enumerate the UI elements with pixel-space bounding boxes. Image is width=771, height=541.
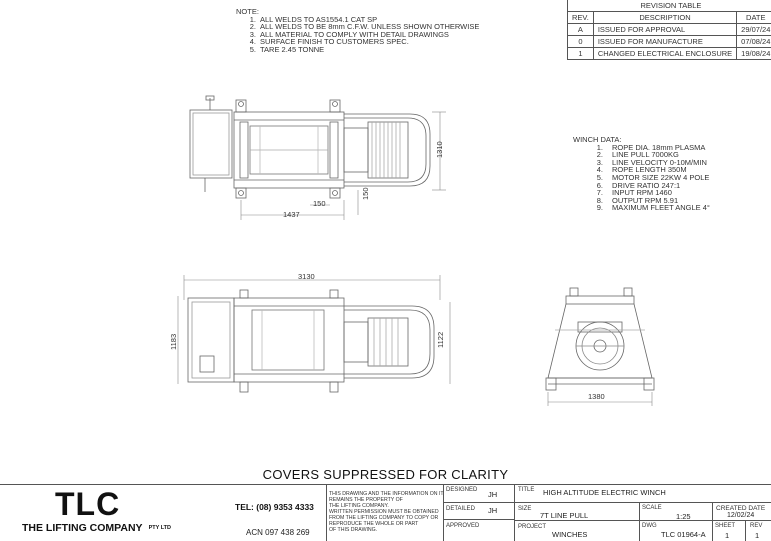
project-value: WINCHES [552,530,588,539]
project-label: PROJECT [518,524,547,530]
sheet-value: 1 [725,531,730,540]
size-label: SIZE [518,506,532,512]
dim-side-drum-height: 1122 [436,331,445,348]
rev-value: 1 [755,531,760,540]
dim-top-offset-b: 150 [361,187,370,200]
title-label: TITLE [518,487,535,493]
notes-heading: NOTE: [236,7,259,16]
winch-data-line: 9.MAXIMUM FLEET ANGLE 4° [596,203,710,213]
created-date-value: 12/02/24 [727,512,755,519]
winch-data-line: 2.LINE PULL 7000KG [596,150,679,160]
scale-value: 1:25 [676,512,691,521]
created-date-label: CREATED DATE [716,505,766,512]
top-view [189,95,446,220]
dim-top-height: 1310 [435,141,444,158]
side-view [177,275,451,393]
drawing-title: HIGH ALTITUDE ELECTRIC WINCH [543,488,666,497]
company-logo: TLC [55,486,121,522]
note-line: 5.TARE 2.45 TONNE [249,44,325,54]
approved-label: APPROVED [446,523,480,529]
dim-end-width: 1380 [588,392,605,401]
company-acn: ACN 097 438 269 [246,528,310,537]
drawing-number: TLC 01964-A [661,530,706,539]
winch-data-line: 8.OUTPUT RPM 5.91 [596,195,679,205]
designed-label: DESIGNED [446,487,478,493]
note-line: 2.ALL WELDS TO BE 8mm C.F.W. UNLESS SHOW… [249,22,480,32]
copyright-disclaimer: THIS DRAWING AND THE INFORMATION ON IT R… [329,491,444,533]
winch-data-heading: WINCH DATA: [573,135,622,144]
rev-label: REV [750,523,763,529]
title-block-border [0,484,771,485]
note-line: 3.ALL MATERIAL TO COMPLY WITH DETAIL DRA… [249,29,449,39]
dwg-label: DWG [642,523,657,529]
winch-data-line: 3.LINE VELOCITY 0-10M/MIN [596,157,707,167]
dim-top-offset-a: 150 [313,199,326,208]
end-view [545,287,655,406]
detailed-value: JH [488,506,498,515]
scale-label: SCALE [642,505,662,511]
size-value: 7T LINE PULL [540,511,589,520]
general-notes: NOTE: 1.ALL WELDS TO AS1554.1 CAT SP 2.A… [236,8,479,54]
sheet-label: SHEET [715,523,736,529]
winch-data-line: 6.DRIVE RATIO 247:1 [596,180,681,190]
winch-data-line: 5.MOTOR SIZE 22KW 4 POLE [596,172,710,182]
dim-top-width: 1437 [283,210,300,219]
company-phone: TEL: (08) 9353 4333 [235,502,314,512]
designed-value: JH [488,490,498,499]
covers-note: COVERS SUPPRESSED FOR CLARITY [262,467,509,482]
detailed-label: DETAILED [446,506,475,512]
winch-data-line: 1.ROPE DIA. 18mm PLASMA [596,142,706,152]
dim-side-length: 3130 [298,272,315,281]
dim-side-height: 1183 [169,333,178,350]
note-line: 4.SURFACE FINISH TO CUSTOMERS SPEC. [249,37,409,47]
winch-data-line: 4.ROPE LENGTH 350M [596,165,687,175]
note-line: 1.ALL WELDS TO AS1554.1 CAT SP [249,14,378,24]
revision-table: REVISION TABLE REV. DESCRIPTION DATE A I… [567,0,771,60]
winch-data: WINCH DATA: 1.ROPE DIA. 18mm PLASMA 2.LI… [573,136,710,212]
table-row: 1 CHANGED ELECTRICAL ENCLOSURE 19/08/24 [567,47,771,60]
table-row: 0 ISSUED FOR MANUFACTURE 07/08/24 [567,35,771,48]
winch-data-line: 7.INPUT RPM 1460 [596,188,672,198]
